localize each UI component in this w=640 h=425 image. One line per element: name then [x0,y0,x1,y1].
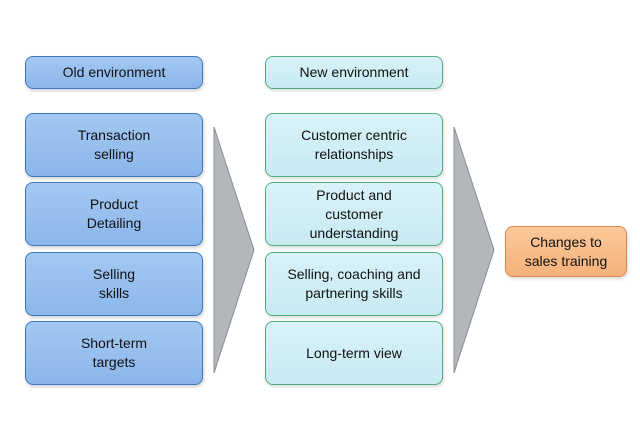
new-item-customer-centric: Customer centric relationships [265,113,443,177]
old-environment-header: Old environment [25,56,203,89]
new-item-selling-coaching-partnering: Selling, coaching and partnering skills [265,252,443,316]
old-item-short-term-targets: Short-term targets [25,321,203,385]
old-item-transaction-selling: Transaction selling [25,113,203,177]
result-changes-to-sales-training: Changes to sales training [505,226,627,277]
old-item-product-detailing: Product Detailing [25,182,203,246]
transition-arrow-left [213,126,255,374]
old-item-selling-skills: Selling skills [25,252,203,316]
new-item-product-customer-understanding: Product and customer understanding [265,182,443,246]
new-environment-header: New environment [265,56,443,89]
transition-arrow-right [453,126,495,374]
new-item-long-term-view: Long-term view [265,321,443,385]
